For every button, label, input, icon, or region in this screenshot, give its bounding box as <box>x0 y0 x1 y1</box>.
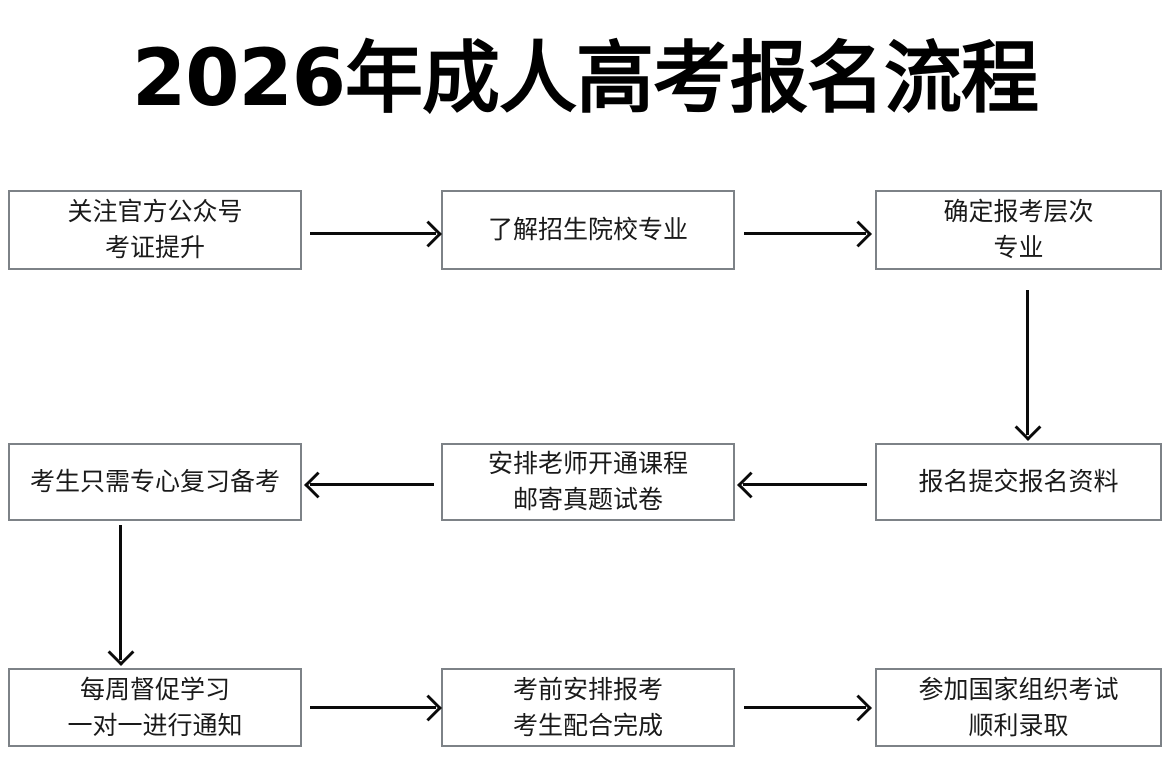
node-line: 考生配合完成 <box>512 711 663 740</box>
flow-node-follow-official-account[interactable]: 关注官方公众号 考证提升 <box>8 190 302 270</box>
arrowhead-down-icon <box>1014 414 1041 441</box>
node-line: 了解招生院校专业 <box>487 216 688 244</box>
node-line: 考前安排报考 <box>512 675 663 704</box>
arrowhead-right-icon <box>845 220 872 247</box>
node-line: 关注官方公众号 <box>67 198 243 226</box>
flow-node-submit-registration-materials[interactable]: 报名提交报名资料 <box>875 443 1162 521</box>
arrow-n2-to-n3 <box>744 220 872 247</box>
node-line: 考生只需专心复习备考 <box>29 468 280 496</box>
node-line: 专业 <box>993 234 1044 262</box>
arrowhead-right-icon <box>415 220 442 247</box>
flow-node-teacher-course-exam-papers[interactable]: 安排老师开通课程 邮寄真题试卷 <box>441 443 735 521</box>
flow-node-attend-exam-admission[interactable]: 参加国家组织考试 顺利录取 <box>875 668 1162 747</box>
flow-node-pre-exam-arrangement[interactable]: 考前安排报考 考生配合完成 <box>441 668 735 747</box>
node-line: 一对一进行通知 <box>67 711 243 740</box>
arrow-n4-to-n7 <box>107 525 134 666</box>
arrow-n1-to-n2 <box>310 220 442 247</box>
arrowhead-left-icon <box>737 471 764 498</box>
flow-node-weekly-study-reminder[interactable]: 每周督促学习 一对一进行通知 <box>8 668 302 747</box>
arrow-n8-to-n9 <box>744 694 872 721</box>
arrow-n6-to-n5 <box>737 471 867 498</box>
arrow-n3-to-n6 <box>1014 290 1041 441</box>
node-line: 顺利录取 <box>968 711 1069 740</box>
arrow-n7-to-n8 <box>310 694 442 721</box>
flow-node-confirm-level-major[interactable]: 确定报考层次 专业 <box>875 190 1162 270</box>
node-line: 邮寄真题试卷 <box>512 486 663 514</box>
arrowhead-right-icon <box>415 694 442 721</box>
flow-node-student-focus-review[interactable]: 考生只需专心复习备考 <box>8 443 302 521</box>
node-line: 报名提交报名资料 <box>918 468 1119 496</box>
node-line: 考证提升 <box>104 234 205 262</box>
node-line: 安排老师开通课程 <box>487 450 688 478</box>
node-line: 确定报考层次 <box>943 198 1094 226</box>
arrowhead-right-icon <box>845 694 872 721</box>
node-line: 参加国家组织考试 <box>918 675 1119 704</box>
flow-node-learn-schools-majors[interactable]: 了解招生院校专业 <box>441 190 735 270</box>
arrowhead-left-icon <box>304 471 331 498</box>
arrowhead-down-icon <box>107 639 134 666</box>
arrow-n5-to-n4 <box>304 471 434 498</box>
page-title: 2026年成人高考报名流程 <box>131 34 1039 124</box>
node-line: 每周督促学习 <box>79 675 230 704</box>
